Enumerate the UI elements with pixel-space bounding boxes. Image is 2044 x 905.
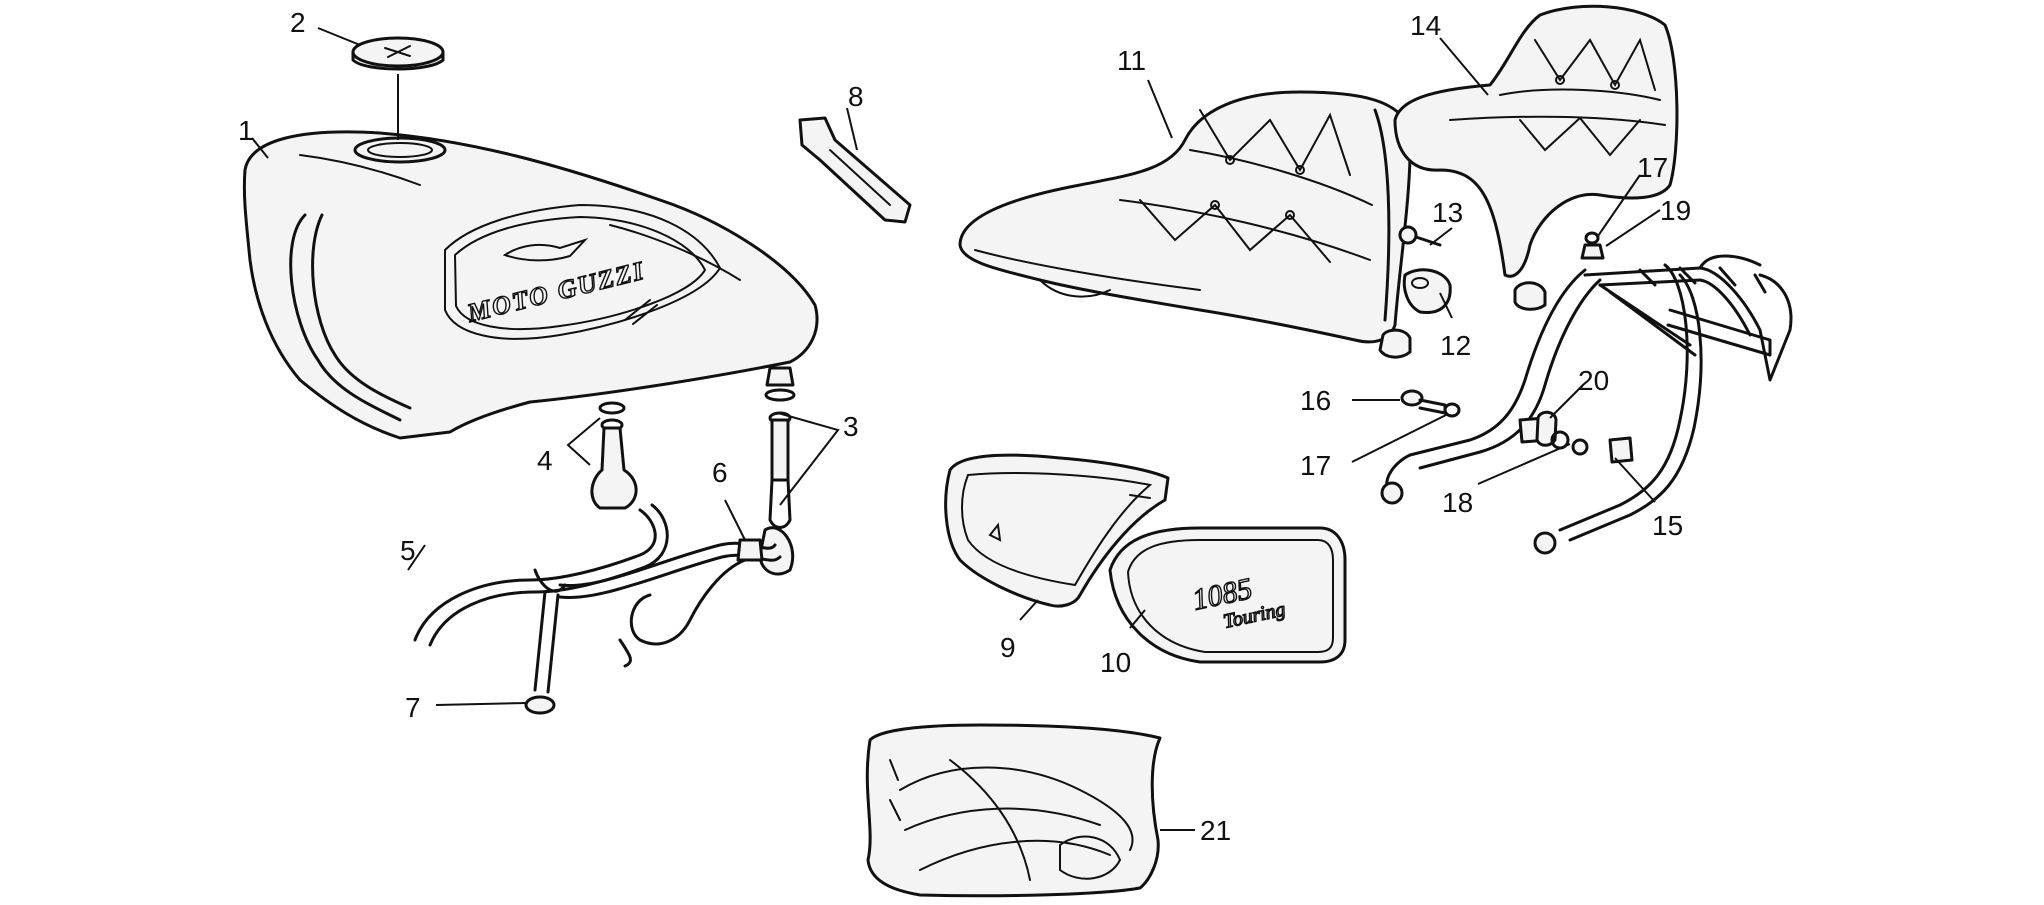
callout-9: 9 [1000,632,1016,663]
callout-19: 19 [1660,195,1691,226]
fastener-washer-18 [1550,430,1589,456]
fuel-hoses [413,503,782,694]
callout-13: 13 [1432,197,1463,228]
fastener-nut-19 [1580,243,1605,260]
callout-7: 7 [405,692,421,723]
callout-1: 1 [238,115,254,146]
callout-20: 20 [1578,365,1609,396]
side-cover-right: 1085 Touring [1108,526,1347,664]
fuel-filler-cap [351,36,445,140]
motorcycle-cover [865,723,1162,898]
hose-clamp [524,638,632,715]
callout-8: 8 [848,81,864,112]
callout-14: 14 [1410,10,1441,41]
callout-4: 4 [537,445,553,476]
seat-rubber-bumper [1378,268,1452,359]
callout-6: 6 [712,457,728,488]
tank-bracket [798,116,912,224]
callout-12: 12 [1440,330,1471,361]
callout-labels: 1 2 3 4 5 6 7 8 9 10 11 12 13 14 15 16 1… [238,7,1691,846]
passenger-dual-seat [1393,4,1679,311]
callout-15: 15 [1652,510,1683,541]
callout-18: 18 [1442,487,1473,518]
fuel-tap-right [758,366,796,576]
luggage-rack [1380,254,1793,555]
rider-seat [958,90,1412,344]
hose-clip [724,499,764,562]
fastener-bolt-16 [1400,389,1447,415]
callout-10: 10 [1100,647,1131,678]
fastener-washer-17-upper [1584,231,1600,245]
fastener-washer-17 [1443,402,1461,418]
leader-lines [251,27,1661,831]
callout-21: 21 [1200,815,1231,846]
callout-2: 2 [290,7,306,38]
callout-5: 5 [400,535,416,566]
seat-screw [1398,225,1442,247]
side-cover-left [944,453,1170,608]
fuel-tap-left [590,401,638,510]
callout-11: 11 [1117,45,1146,76]
fuel-tank: MOTO GUZZI [242,130,819,440]
callout-16: 16 [1300,385,1331,416]
callout-17: 17 [1300,450,1331,481]
callout-3: 3 [843,411,859,442]
callout-17-upper: 17 [1637,152,1668,183]
